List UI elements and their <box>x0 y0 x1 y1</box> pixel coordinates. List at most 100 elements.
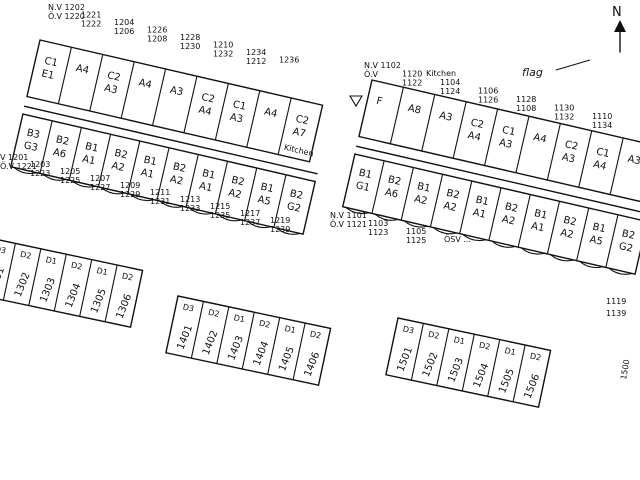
d-row-divider <box>410 323 424 381</box>
l-bay-curve <box>188 207 213 215</box>
unit-id: 1230 <box>180 42 200 51</box>
r-bottom-unit-label: B2 <box>562 215 577 229</box>
l-bottom-unit-label: B2 <box>172 161 187 175</box>
l-bay-curve <box>130 193 155 202</box>
l-bottom-divider <box>156 147 170 201</box>
r-bay-curve <box>549 254 574 262</box>
l-bottom-divider <box>185 154 199 208</box>
r-bottom-divider <box>371 160 385 214</box>
r-bay-curve <box>608 267 633 275</box>
entrance-marker-icon <box>349 95 363 108</box>
unit-id: 1213 <box>180 195 200 204</box>
r-bottom-unit-label: B2 <box>504 201 519 215</box>
l-top-divider <box>120 61 135 119</box>
unit-id: 1104 <box>440 78 460 87</box>
r-top-divider <box>389 87 404 144</box>
svg-text:flag: flag <box>522 66 543 79</box>
unit-id: 1215 <box>210 202 230 211</box>
r-bottom-unit-label: B2 <box>621 228 636 242</box>
unit-id: 1130 <box>554 104 574 113</box>
l-bottom-unit-label: G3 <box>23 140 39 154</box>
r-bay-curve <box>403 220 428 228</box>
d-unit-type: D1 <box>284 324 297 335</box>
unit-id: 1132 <box>554 113 574 122</box>
r-top-divider <box>578 130 593 188</box>
unit-id: 1105 <box>406 227 426 236</box>
l-bottom-divider <box>214 161 229 215</box>
r-bottom-unit-label: B2 <box>445 188 460 202</box>
corner-id-1: 1119 <box>606 297 626 306</box>
d-unit-number: 1303 <box>38 276 58 304</box>
unit-id: 1233 <box>180 204 200 213</box>
unit-id: 1239 <box>270 225 290 234</box>
d-unit-type: D1 <box>504 346 517 357</box>
r-top-divider <box>546 123 561 181</box>
l-bay-curve <box>217 214 242 222</box>
r-bottom-divider <box>576 207 590 261</box>
l-bottom-divider <box>39 120 53 174</box>
l-bottom-unit-label: B1 <box>201 168 216 182</box>
unit-id: N.V 1202 <box>48 3 85 12</box>
r-top-unit-label: A3 <box>498 137 513 151</box>
r-top-unit-label: A3 <box>626 154 640 168</box>
l-bottom-unit-label: A2 <box>227 187 242 201</box>
l-bay-curve <box>101 187 125 195</box>
unit-id: 1217 <box>240 209 260 218</box>
r-top-unit-label: A3 <box>438 110 453 124</box>
l-bottom-unit-label: G2 <box>286 201 302 215</box>
d-unit-number: 1506 <box>523 373 543 401</box>
l-bottom-divider <box>244 167 258 221</box>
l-bottom-divider <box>68 127 82 181</box>
l-top-unit-label: C1 <box>232 99 247 113</box>
d-unit-type: D3 <box>0 244 7 255</box>
l-top-divider <box>57 47 72 104</box>
r-bottom-unit-label: B2 <box>387 174 402 188</box>
side-note: 1500 <box>619 359 631 381</box>
d-row-divider <box>512 344 526 402</box>
d-unit-type: D1 <box>233 313 246 324</box>
kitchen-label-right: Kitchen <box>426 69 456 78</box>
unit-id: 1236 <box>279 56 299 65</box>
right-top-row-outline <box>358 79 640 203</box>
unit-id: 1126 <box>478 96 498 105</box>
d-row-divider <box>216 306 230 364</box>
d-unit-number: 1304 <box>64 282 84 310</box>
d-unit-type: D3 <box>182 302 195 313</box>
d-unit-type: D2 <box>70 261 83 272</box>
unit-id: 1223 <box>30 169 50 178</box>
r-bottom-unit-label: B1 <box>533 208 548 222</box>
d-unit-type: D2 <box>207 308 220 319</box>
d-unit-number: 1501 <box>395 346 415 374</box>
unit-id: 1125 <box>406 236 426 245</box>
d-unit-number: 1504 <box>472 362 492 390</box>
d-row-divider <box>2 243 16 301</box>
r-bottom-divider <box>429 174 444 228</box>
d-unit-number: 1404 <box>252 340 272 368</box>
unit-id: 1123 <box>368 228 388 237</box>
unit-id: 1208 <box>147 35 167 44</box>
unit-id: V 1201 <box>0 153 28 162</box>
unit-id: 1226 <box>147 26 167 35</box>
l-top-unit-label: A4 <box>75 63 90 77</box>
r-top-divider <box>609 137 624 195</box>
r-bottom-unit-label: B1 <box>416 181 431 195</box>
unit-id: Ö.V 1121 <box>330 219 367 229</box>
unit-id: 1122 <box>402 79 422 88</box>
unit-id: 1207 <box>90 174 110 183</box>
unit-id: 1228 <box>180 33 200 42</box>
d-row-divider <box>267 317 281 375</box>
l-bottom-unit-label: B2 <box>289 188 304 202</box>
r-bottom-divider <box>605 214 619 268</box>
l-bottom-unit-label: A1 <box>198 181 213 195</box>
d-unit-type: D2 <box>309 329 322 340</box>
l-bottom-unit-label: A1 <box>81 154 96 168</box>
r-bottom-divider <box>546 201 561 255</box>
l-bay-curve <box>276 227 301 235</box>
r-bottom-unit-label: A5 <box>588 234 603 248</box>
d-unit-number: 1503 <box>446 356 466 384</box>
